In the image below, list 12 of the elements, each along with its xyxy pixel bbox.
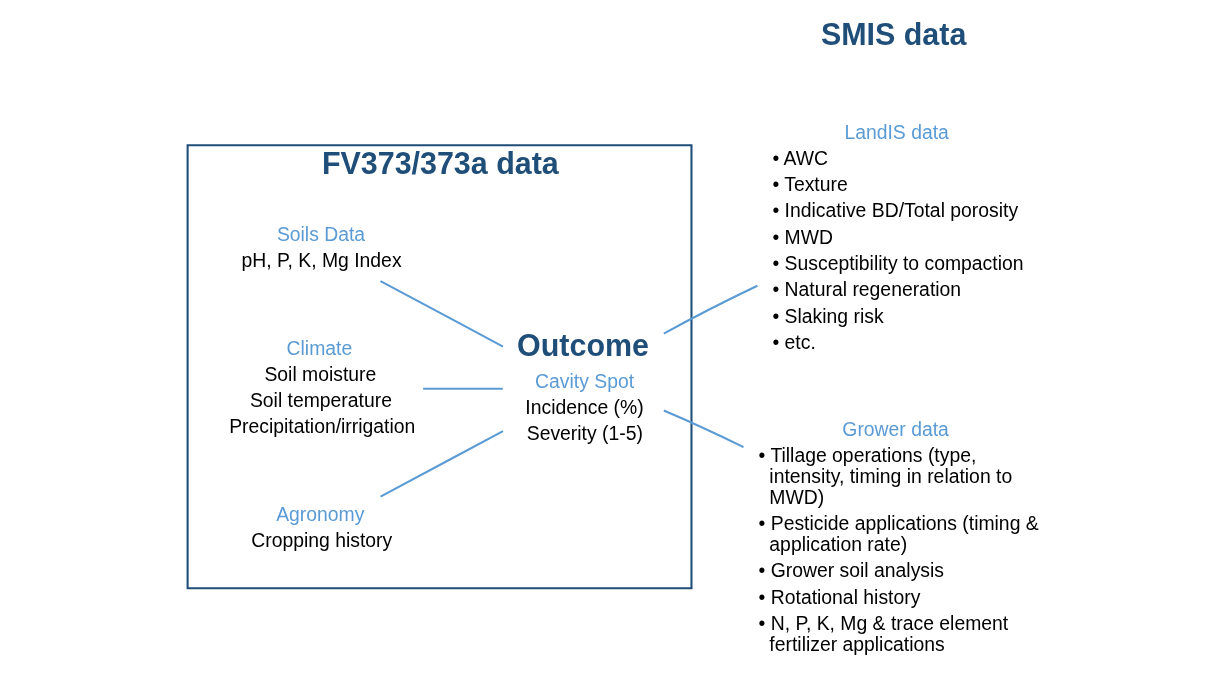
connector [379,280,503,348]
label: SMIS data [820,16,966,51]
node-text: Agronomy Cropping history [250,502,392,551]
node-text: LandIS data • AWC • Texture • Indicative BD/Total porosity • MWD • Susceptibility to compaction • Natural regeneration • Slaking risk • etc. [771,120,1023,353]
node-text: Grower data • Tillage operations (type, intensity, timing in relation to MWD) • Pesticide applications (timing & application rate) • Grower soil analysis • Rotational history • N, P, K, Mg & trace element fertilizer applications [758,418,1039,655]
node-text: Soils Data pH, P, K, Mg Index [241,223,402,272]
connector [662,284,758,335]
node-text: Outcome Cavity Spot Incidence (%) Severity (1-5) [516,328,649,445]
connector [379,430,504,498]
node-text: Climate Soil moisture Soil temperature Precipitation/irrigation [228,336,415,438]
connector [662,409,744,449]
connector [422,387,503,390]
